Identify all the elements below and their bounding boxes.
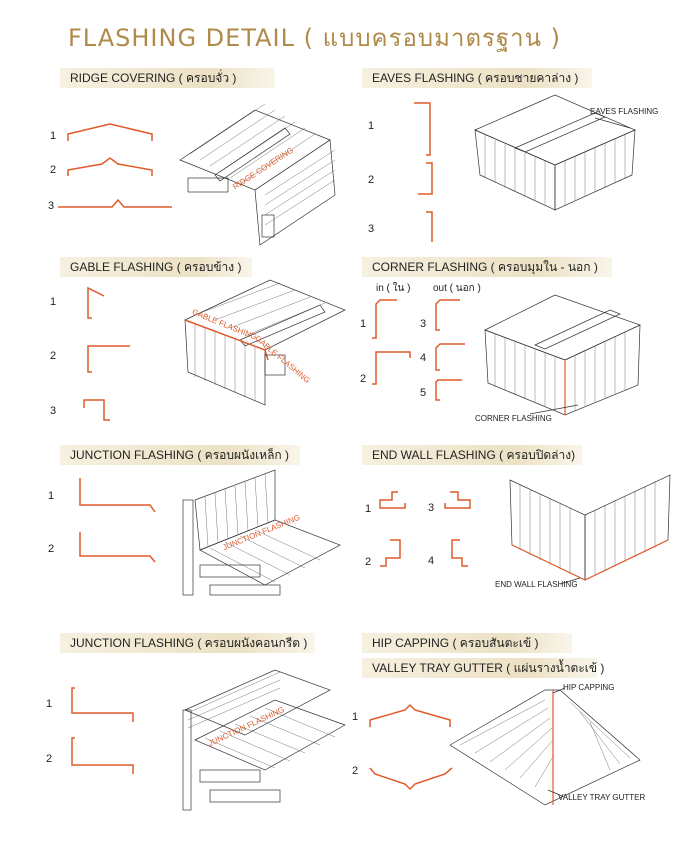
gable-num-3: 3 [50, 405, 57, 417]
eaves-flashing-label: EAVES FLASHING [590, 107, 659, 116]
corner-out-label: out ( นอก ) [433, 283, 481, 294]
end-wall-num-2: 2 [365, 556, 372, 568]
end-wall-num-1: 1 [365, 503, 372, 515]
valley-tray-gutter-label: VALLEY TRAY GUTTER [558, 793, 646, 802]
gable-flashing-header: GABLE FLASHING ( ครอบข้าง ) [60, 257, 252, 277]
gable-num-1: 1 [50, 296, 57, 308]
corner-num-2: 2 [360, 373, 367, 385]
junction-concrete-header: JUNCTION FLASHING ( ครอบผนังคอนกรีต ) [60, 633, 315, 653]
ridge-num-1: 1 [50, 130, 57, 142]
end-wall-num-3: 3 [428, 502, 435, 514]
eaves-num-1: 1 [368, 120, 375, 132]
hip-num-1: 1 [352, 711, 359, 723]
corner-num-4: 4 [420, 352, 427, 364]
hip-num-2: 2 [352, 765, 359, 777]
gable-num-2: 2 [50, 350, 57, 362]
corner-flashing-label: CORNER FLASHING [475, 414, 552, 423]
eaves-flashing-header: EAVES FLASHING ( ครอบชายคาล่าง ) [362, 68, 592, 88]
end-wall-header: END WALL FLASHING ( ครอบปิดล่าง) [362, 445, 582, 465]
page-title: FLASHING DETAIL ( แบบครอบมาตรฐาน ) [68, 24, 562, 52]
end-wall-num-4: 4 [428, 555, 435, 567]
valley-tray-gutter-header: VALLEY TRAY GUTTER ( แผ่นรางน้ำตะเข้ ) [362, 658, 604, 678]
end-wall-label: END WALL FLASHING [495, 580, 578, 589]
corner-num-3: 3 [420, 318, 427, 330]
corner-num-1: 1 [360, 318, 367, 330]
eaves-num-3: 3 [368, 223, 375, 235]
junction-steel-header: JUNCTION FLASHING ( ครอบผนังเหล็ก ) [60, 445, 300, 465]
corner-num-5: 5 [420, 387, 427, 399]
corner-flashing-header: CORNER FLASHING ( ครอบมุมใน - นอก ) [362, 257, 612, 277]
ridge-num-2: 2 [50, 164, 57, 176]
junction-concrete-num-2: 2 [46, 753, 53, 765]
hip-capping-header: HIP CAPPING ( ครอบสันตะเข้ ) [362, 633, 572, 653]
junction-concrete-num-1: 1 [46, 698, 53, 710]
junction-steel-num-1: 1 [48, 490, 55, 502]
ridge-covering-header: RIDGE COVERING ( ครอบจั่ว ) [60, 68, 275, 88]
eaves-num-2: 2 [368, 174, 375, 186]
hip-capping-label: HIP CAPPING [563, 683, 615, 692]
junction-steel-num-2: 2 [48, 543, 55, 555]
corner-in-label: in ( ใน ) [376, 283, 411, 294]
ridge-num-3: 3 [48, 200, 55, 212]
